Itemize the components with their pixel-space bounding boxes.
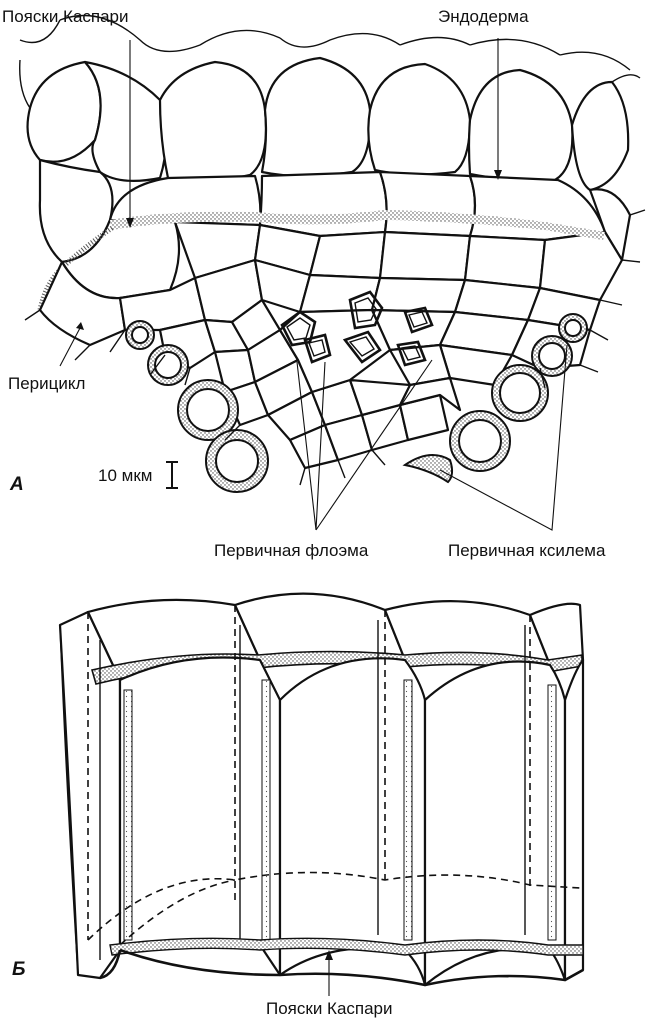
label-pericycle: Перицикл <box>8 374 85 393</box>
front-faces <box>120 658 583 986</box>
casparian-band-bottom <box>110 938 583 955</box>
panel-b-3d-endodermis: Пояски Каспари Б <box>12 594 583 1018</box>
scale-bar-label: 10 мкм <box>98 466 152 485</box>
label-endodermis: Эндодерма <box>438 7 529 26</box>
panel-a-letter: А <box>9 474 24 495</box>
label-casparian-strips-b: Пояски Каспари <box>266 999 393 1018</box>
bottom-outline <box>100 950 583 985</box>
label-primary-xylem: Первичная ксилема <box>448 541 606 560</box>
label-primary-phloem: Первичная флоэма <box>214 541 369 560</box>
panel-a-cross-section: 10 мкм Пояски Каспари Эндодерма Перицикл… <box>2 7 645 560</box>
panel-b-letter: Б <box>12 959 25 980</box>
label-casparian-strips-a: Пояски Каспари <box>2 7 129 26</box>
scale-bar: 10 мкм <box>98 462 178 488</box>
